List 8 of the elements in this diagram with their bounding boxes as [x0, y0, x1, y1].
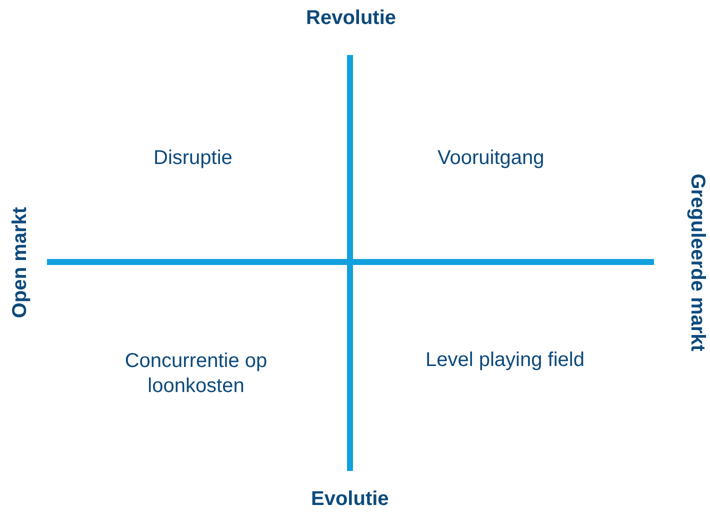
axis-label: Revolutie [306, 6, 396, 30]
axis-label: Evolutie [311, 486, 389, 512]
quadrant-label: Concurrentie op loonkosten [124, 349, 268, 399]
quadrant-label: Disruptie [154, 146, 232, 170]
axis-label: Open markt [8, 206, 32, 318]
axis-label: Greguleerde markt [685, 173, 710, 351]
quadrant-label: Level playing field [426, 348, 584, 372]
quadrant-label: Vooruitgang [438, 146, 544, 170]
